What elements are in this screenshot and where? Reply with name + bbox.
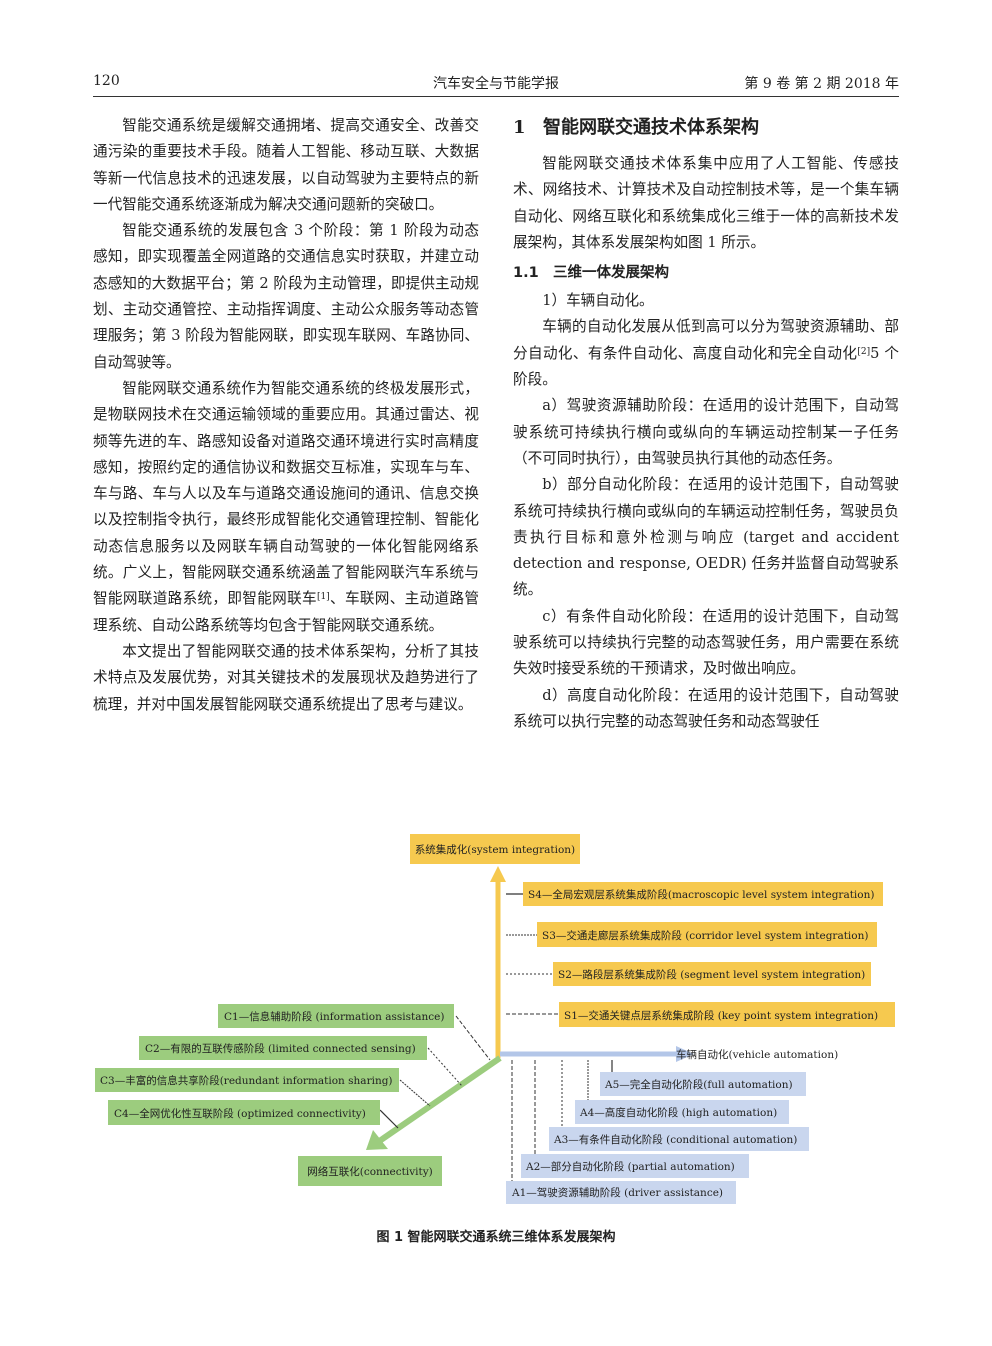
system-axis-box — [410, 834, 580, 864]
c4-label: C4—全网优化性互联阶段 (optimized connectivity) — [114, 1107, 366, 1120]
a5-label: A5—完全自动化阶段(full automation) — [604, 1078, 793, 1091]
c4-box — [108, 1100, 380, 1125]
c1-connector — [455, 1015, 491, 1061]
c3-box — [95, 1068, 399, 1092]
a5-box — [600, 1072, 806, 1096]
vehicle-axis-arrowhead — [676, 1046, 694, 1062]
s2-label: S2—路段层系统集成阶段 (segment level system integ… — [558, 968, 865, 981]
right-column: 1 智能网联交通技术体系架构 智能网联交通技术体系集中应用了人工智能、传感技术、网… — [513, 113, 899, 735]
system-axis-arrowhead — [490, 866, 506, 882]
paragraph-text: 智能网联交通系统作为智能交通系统的终极发展形式，是物联网技术在交通运输领域的重要… — [93, 379, 479, 608]
item-title: 1）车辆自动化。 — [542, 292, 654, 310]
a4-box — [575, 1100, 789, 1124]
issue-info: 第 9 卷 第 2 期 2018 年 — [744, 76, 899, 92]
a3-label: A3—有条件自动化阶段 (conditional automation) — [553, 1133, 797, 1146]
a2-label: A2—部分自动化阶段 (partial automation) — [525, 1160, 735, 1173]
vehicle-axis-label: 车辆自动化(vehicle automation) — [676, 1048, 838, 1061]
c1-box — [218, 1004, 454, 1028]
paragraph-text: 5 个阶段。 — [513, 344, 899, 389]
page-number: 120 — [93, 73, 120, 89]
s4-label: S4—全局宏观层系统集成阶段(macroscopic level system … — [528, 888, 874, 901]
c4-connector — [379, 1109, 399, 1129]
paragraph: a）驾驶资源辅助阶段：在适用的设计范围下，自动驾驶系统可持续执行横向或纵向的车辆… — [513, 397, 899, 467]
figure-caption: 图 1 智能网联交通系统三维体系发展架构 — [376, 1230, 616, 1245]
a4-label: A4—高度自动化阶段 (high automation) — [579, 1106, 777, 1119]
section-title: 智能网联交通技术体系架构 — [543, 117, 759, 138]
s3-label: S3—交通走廊层系统集成阶段 (corridor level system in… — [542, 929, 868, 942]
figure-diagram: 系统集成化(system integration) S4—全局宏观层系统集成阶段… — [95, 834, 895, 1204]
c3-label: C3—丰富的信息共享阶段(redundant information shari… — [100, 1074, 393, 1087]
system-axis-label: 系统集成化(system integration) — [415, 843, 575, 856]
c2-box — [139, 1036, 427, 1060]
paragraph: 本文提出了智能网联交通的技术体系架构，分析了其技术特点及发展优势，对其关键技术的… — [93, 642, 479, 713]
subsection-title: 三维一体发展架构 — [553, 265, 669, 282]
left-column: 智能交通系统是缓解交通拥堵、提高交通安全、改善交通污染的重要技术手段。随着人工智… — [93, 113, 479, 718]
paragraph: 车辆的自动化发展从低到高可以分为驾驶资源辅助、部分自动化、有条件自动化、高度自动… — [513, 314, 899, 393]
network-axis-label: 网络互联化(connectivity) — [307, 1165, 433, 1178]
section-number: 1 — [513, 117, 526, 138]
paragraph: c）有条件自动化阶段：在适用的设计范围下，自动驾驶系统可以持续执行完整的动态驾驶… — [513, 607, 899, 678]
network-axis-arrowhead — [366, 1130, 388, 1150]
running-header: 120 汽车安全与节能学报 第 9 卷 第 2 期 2018 年 — [93, 70, 899, 97]
paragraph: 智能网联交通技术体系集中应用了人工智能、传感技术、网络技术、计算技术及自动控制技… — [513, 155, 899, 251]
paragraph: 智能交通系统的发展包含 3 个阶段：第 1 阶段为动态感知，即实现覆盖全网道路的… — [93, 222, 479, 371]
network-axis-box — [298, 1156, 442, 1186]
s1-label: S1—交通关键点层系统集成阶段 (key point system integr… — [564, 1009, 878, 1022]
paragraph-text: 车辆的自动化发展从低到高可以分为驾驶资源辅助、部分自动化、有条件自动化、高度自动… — [513, 318, 899, 362]
s-level-boxes: S4—全局宏观层系统集成阶段(macroscopic level system … — [523, 882, 895, 1027]
c2-connector — [427, 1047, 463, 1087]
subsection-number: 1.1 — [513, 265, 539, 282]
a1-label: A1—驾驶资源辅助阶段 (driver assistance) — [511, 1186, 723, 1199]
network-axis — [376, 1055, 502, 1145]
s1-box — [559, 1002, 895, 1027]
a1-box — [506, 1181, 736, 1204]
paragraph: d）高度自动化阶段：在适用的设计范围下，自动驾驶系统可以执行完整的动态驾驶任务和… — [513, 686, 899, 730]
s2-box — [553, 962, 871, 986]
c3-connector — [399, 1079, 431, 1107]
s4-box — [523, 882, 883, 906]
citation: [1] — [316, 592, 330, 603]
paragraph: b）部分自动化阶段：在适用的设计范围下，自动驾驶系统可持续执行横向或纵向的车辆运… — [513, 476, 899, 599]
a-level-boxes: A5—完全自动化阶段(full automation) A4—高度自动化阶段 (… — [506, 1072, 809, 1204]
citation: [2] — [857, 346, 871, 357]
c-level-boxes: C1—信息辅助阶段 (information assistance) C2—有限… — [95, 1004, 454, 1125]
paragraph: 智能交通系统是缓解交通拥堵、提高交通安全、改善交通污染的重要技术手段。随着人工智… — [93, 117, 479, 213]
subsection-heading: 1.1 三维一体发展架构 — [513, 260, 899, 286]
a2-box — [521, 1154, 749, 1178]
section-heading: 1 智能网联交通技术体系架构 — [513, 113, 899, 143]
c2-label: C2—有限的互联传感阶段 (limited connected sensing) — [145, 1042, 416, 1055]
paragraph: 智能网联交通系统作为智能交通系统的终极发展形式，是物联网技术在交通运输领域的重要… — [93, 376, 479, 639]
a3-box — [549, 1127, 809, 1151]
c1-label: C1—信息辅助阶段 (information assistance) — [224, 1010, 444, 1023]
s3-box — [537, 922, 877, 947]
paragraph-text: 、车联网、主动道路管理系统、自动公路系统等均包含于智能网联交通系统。 — [93, 590, 479, 634]
journal-name: 汽车安全与节能学报 — [433, 76, 559, 92]
